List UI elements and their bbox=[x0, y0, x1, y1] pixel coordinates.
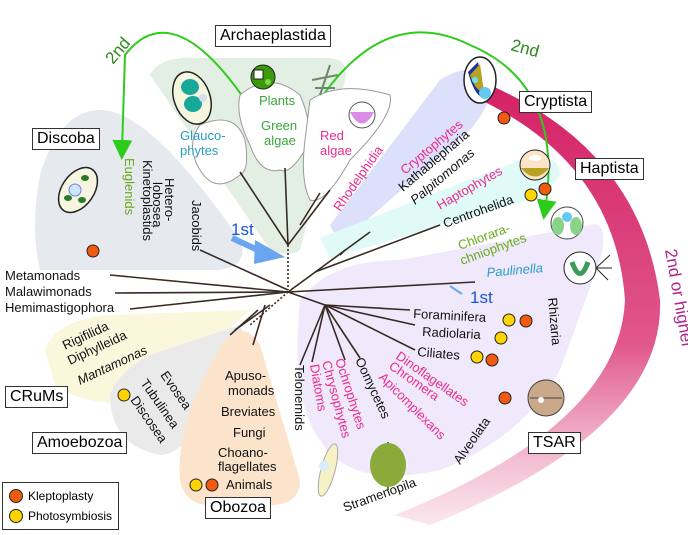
taxon-red-algae-2: algae bbox=[320, 143, 352, 158]
taxon-choanoflagellates-2: flagellates bbox=[218, 459, 277, 474]
obozoa-region bbox=[179, 331, 300, 505]
tree-branches bbox=[109, 167, 476, 366]
amoebozoa-region bbox=[110, 325, 243, 455]
label-archaeplastida: Archaeplastida bbox=[215, 25, 331, 47]
secondary-arrow-left bbox=[112, 31, 256, 160]
chlorarachniophyte-cell-icon bbox=[550, 206, 584, 240]
taxon-telonemids: Telonemids bbox=[292, 365, 307, 431]
haptista-region bbox=[320, 157, 560, 258]
trait-markers bbox=[86, 111, 552, 492]
taxon-choanoflagellates-1: Choano- bbox=[218, 445, 268, 460]
taxon-green-algae-2: algae bbox=[264, 133, 296, 148]
kleptoplasty-swatch-icon bbox=[9, 489, 23, 503]
plant-icon bbox=[311, 64, 339, 96]
taxon-malawimonads: Malawimonads bbox=[5, 284, 92, 299]
photosymbiosis-swatch-icon bbox=[9, 509, 23, 523]
kleptoplasty-marker bbox=[485, 353, 499, 367]
glaucophytes-bubble bbox=[192, 119, 248, 185]
legend-label: Kleptoplasty bbox=[28, 489, 94, 503]
label-discoba: Discoba bbox=[32, 128, 100, 150]
taxon-apusomonads-1: Apuso- bbox=[225, 368, 266, 383]
taxon-plants: Plants bbox=[259, 93, 296, 108]
kleptoplasty-marker bbox=[538, 182, 552, 196]
group-rhizaria: Rhizaria bbox=[545, 297, 564, 347]
taxon-euglenids: Euglenids bbox=[122, 158, 137, 216]
green-algae-bubble bbox=[238, 82, 310, 172]
paulinella-cell-icon bbox=[563, 251, 612, 285]
primary-event-label-right: 1st bbox=[470, 288, 493, 307]
label-obozoa: Obozoa bbox=[205, 497, 272, 519]
taxon-animals: Animals bbox=[226, 477, 273, 492]
photosymbiosis-marker bbox=[189, 478, 203, 492]
euglenid-cell-icon bbox=[57, 166, 99, 214]
legend: Kleptoplasty Photosymbiosis bbox=[2, 482, 120, 530]
legend-item-photosymbiosis: Photosymbiosis bbox=[9, 506, 112, 526]
photosymbiosis-marker bbox=[502, 313, 516, 327]
photosymbiosis-marker bbox=[117, 388, 131, 402]
kleptoplasty-marker bbox=[498, 391, 512, 405]
taxon-paulinella: Paulinella bbox=[486, 260, 543, 280]
taxon-fungi: Fungi bbox=[233, 425, 266, 440]
legend-label: Photosymbiosis bbox=[28, 509, 113, 523]
taxon-breviates: Breviates bbox=[221, 404, 276, 419]
primary-arrow-right bbox=[449, 285, 463, 295]
kleptoplasty-marker bbox=[205, 478, 219, 492]
label-crums: CRuMs bbox=[5, 386, 69, 408]
taxon-glaucophytes-1: Glauco- bbox=[180, 128, 226, 143]
secondary-arrow-right bbox=[309, 31, 557, 220]
glaucophyte-cell-icon bbox=[171, 71, 213, 125]
dinoflagellate-cell-icon bbox=[527, 379, 565, 417]
photosymbiosis-marker bbox=[524, 188, 538, 202]
taxon-ciliates: Ciliates bbox=[417, 344, 461, 363]
taxon-jacobids: Jacobids bbox=[189, 200, 204, 252]
photosymbiosis-marker bbox=[494, 331, 508, 345]
cryptophyte-cell-icon bbox=[463, 56, 497, 104]
legend-item-kleptoplasty: Kleptoplasty bbox=[9, 486, 112, 506]
secondary-event-label-right: 2nd bbox=[509, 36, 541, 62]
higher-order-arc bbox=[395, 75, 661, 525]
discoba-region bbox=[35, 110, 243, 270]
kleptoplasty-marker bbox=[497, 111, 511, 125]
primary-event-label-top: 1st bbox=[231, 220, 254, 239]
kelp-icon bbox=[370, 442, 406, 490]
higher-order-event-label: 2nd or higher bbox=[661, 247, 688, 349]
green-alga-cell-icon bbox=[250, 64, 276, 90]
haptophyte-cell-icon bbox=[519, 149, 551, 181]
photosymbiosis-marker bbox=[470, 350, 484, 364]
taxon-foraminifera: Foraminifera bbox=[413, 306, 487, 325]
primary-arrow-top-head bbox=[254, 240, 285, 264]
secondary-event-label-left: 2nd bbox=[102, 34, 135, 68]
red-alga-cell-icon bbox=[348, 101, 376, 129]
taxon-green-algae-1: Green bbox=[261, 118, 297, 133]
taxon-hemimastigophora: Hemimastigophora bbox=[5, 300, 115, 315]
label-cryptista: Cryptista bbox=[519, 91, 593, 113]
taxon-heterolobosea-1: Hetero- bbox=[162, 178, 177, 221]
label-tsar: TSAR bbox=[528, 432, 581, 454]
kleptoplasty-marker bbox=[86, 244, 100, 258]
kleptoplasty-marker bbox=[519, 314, 533, 328]
cryptista-region bbox=[330, 70, 491, 237]
taxon-kinetoplastids: Kinetoplastids bbox=[140, 160, 155, 241]
taxon-apusomonads-2: monads bbox=[228, 383, 275, 398]
taxon-red-algae-1: Red bbox=[320, 128, 344, 143]
diatom-cell-icon bbox=[317, 443, 339, 497]
taxon-radiolaria: Radiolaria bbox=[422, 324, 482, 342]
label-amoebozoa: Amoebozoa bbox=[32, 432, 128, 454]
label-haptista: Haptista bbox=[575, 158, 644, 180]
taxon-heterolobosea-2: lobosea bbox=[150, 182, 165, 228]
taxon-glaucophytes-2: phytes bbox=[180, 143, 219, 158]
taxon-metamonads: Metamonads bbox=[5, 268, 81, 283]
